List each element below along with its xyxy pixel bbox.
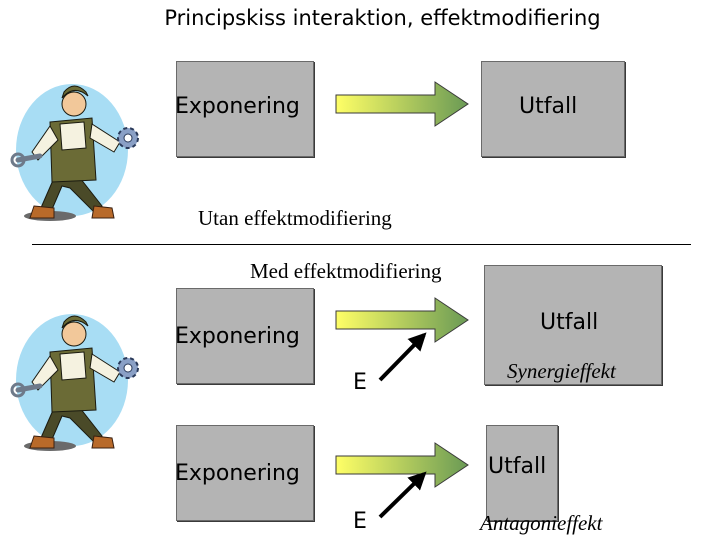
modifier-arrow-antagonism — [378, 471, 427, 519]
caption-without-modification: Utan effektmodifiering — [198, 206, 392, 230]
effect-label-synergy: Synergieffekt — [507, 359, 616, 383]
exposure-label-synergy: Exponering — [175, 324, 300, 349]
outcome-label-top: Utfall — [519, 94, 578, 119]
mechanic-icon — [10, 314, 139, 451]
effect-label-antagonism: Antagonieffekt — [480, 511, 603, 535]
modifier-label-synergy: E — [353, 370, 367, 395]
exposure-box-antagonism — [176, 425, 314, 521]
caption-with-modification: Med effektmodifiering — [250, 259, 442, 283]
effect-arrow-synergy — [335, 297, 469, 343]
effect-arrow-top — [335, 81, 469, 127]
modifier-arrow-synergy — [378, 332, 427, 382]
outcome-box-antagonism — [486, 425, 558, 521]
exposure-box-top — [176, 61, 314, 157]
outcome-box-top — [481, 61, 625, 157]
exposure-label-antagonism: Exponering — [175, 461, 300, 486]
modifier-label-antagonism: E — [353, 509, 367, 534]
mechanic-icon — [10, 84, 139, 221]
outcome-label-synergy: Utfall — [540, 310, 599, 335]
diagram-title: Principskiss interaktion, effektmodifier… — [164, 6, 601, 30]
outcome-box-synergy — [484, 265, 662, 385]
exposure-box-synergy — [176, 288, 314, 384]
outcome-label-antagonism: Utfall — [488, 454, 547, 479]
section-divider — [32, 244, 691, 245]
effect-arrow-antagonism — [335, 442, 469, 488]
exposure-label-top: Exponering — [175, 94, 300, 119]
